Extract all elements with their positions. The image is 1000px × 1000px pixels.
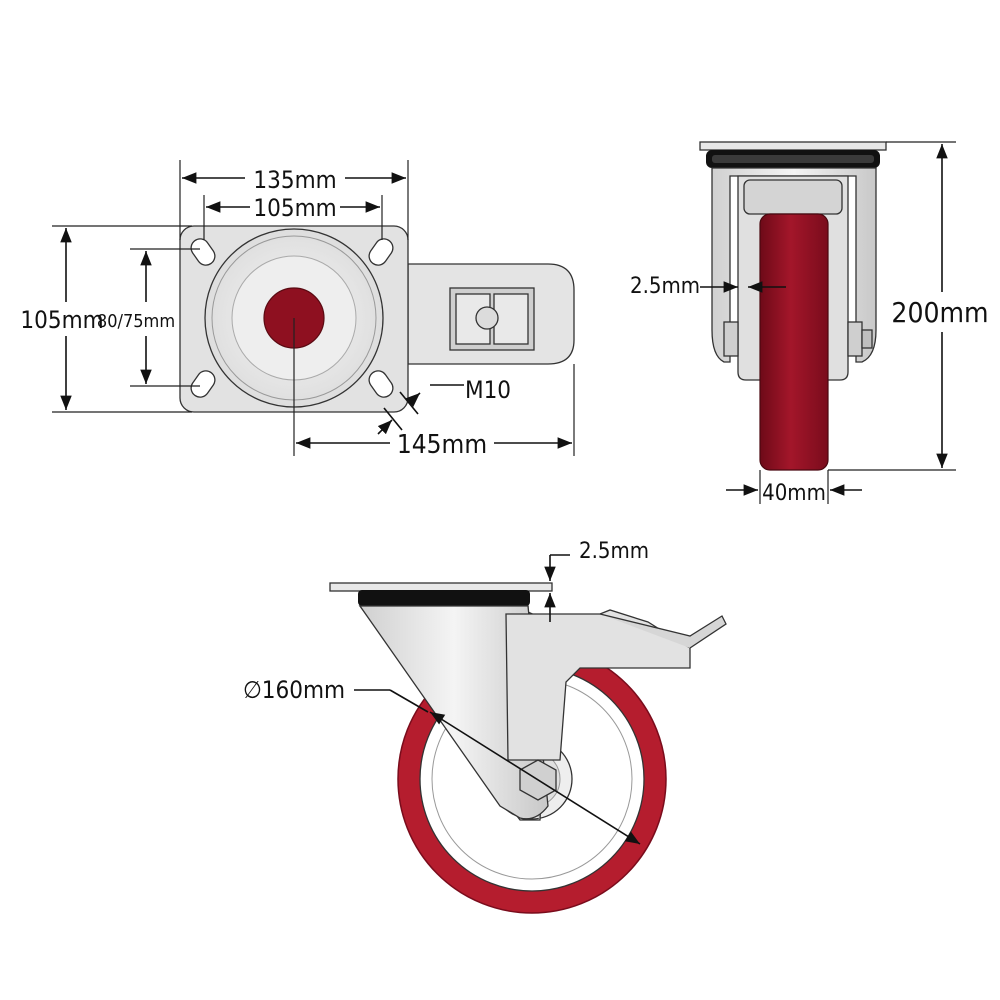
dim-plate-width: 135mm [253,166,336,194]
front-wheel [759,213,829,471]
brake-pedal-inner-2 [493,293,529,345]
axle-nut-left [723,321,739,357]
mounting-hole [368,370,394,398]
dim-plate-thickness: 2.5mm [579,539,649,564]
brake-pin [475,306,499,330]
axle-nut-right [847,321,863,357]
mounting-hole [190,238,216,266]
top-view: 135mm 105mm 105mm 80/75mm M10 145mm [20,160,575,460]
front-bearing-ring-inner [712,155,874,163]
side-view: 2.5mm ∅160mm [243,539,727,914]
front-fork-bridge [743,179,843,215]
dim-hole-height: 80/75mm [97,311,175,332]
dim-wheel-diameter: ∅160mm [243,676,345,704]
dim-hole-width: 105mm [253,194,336,222]
side-bearing-ring [358,590,530,606]
side-brake-lever [599,613,727,649]
dim-front-offset: 2.5mm [630,274,700,299]
side-plate [329,582,553,592]
mounting-hole [368,238,394,266]
front-view: 2.5mm 200mm 40mm [630,141,989,506]
front-plate [699,141,887,151]
mounting-holes [190,238,394,398]
axle-cap [861,329,873,349]
dim-wheel-width: 40mm [762,481,826,506]
dim-plate-height: 105mm [20,306,103,334]
dim-bolt: M10 [465,376,511,404]
dim-overall-length: 145mm [397,430,487,460]
dim-front-height: 200mm [891,296,988,329]
mounting-hole [190,370,216,398]
